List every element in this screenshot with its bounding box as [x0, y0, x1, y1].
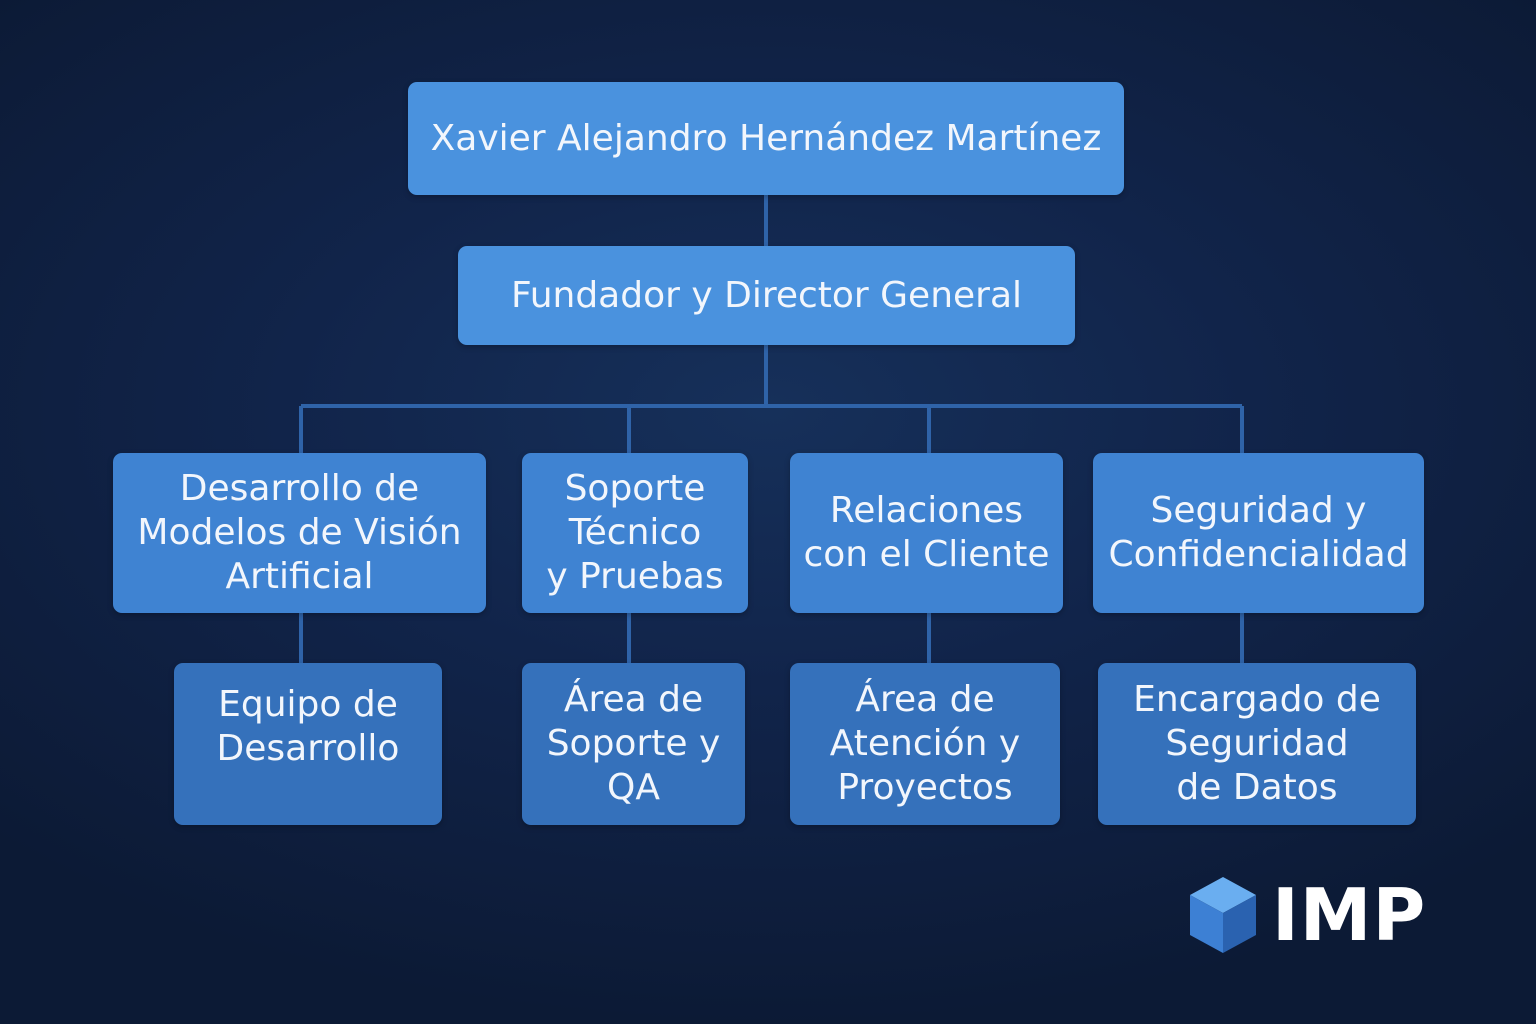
company-logo: IMP [1188, 874, 1438, 956]
team-label: Área de Atención y Proyectos [829, 679, 1021, 808]
department-box-clients: Relaciones con el Cliente [790, 453, 1063, 613]
team-box-data-security: Encargado de Seguridad de Datos [1098, 663, 1416, 825]
department-label: Soporte Técnico y Pruebas [546, 468, 724, 597]
team-label: Equipo de Desarrollo [216, 684, 400, 769]
founder-name-box: Xavier Alejandro Hernández Martínez [408, 82, 1124, 195]
team-label: Encargado de Seguridad de Datos [1133, 679, 1381, 808]
founder-name: Xavier Alejandro Hernández Martínez [430, 117, 1102, 159]
department-box-support: Soporte Técnico y Pruebas [522, 453, 748, 613]
department-label: Seguridad y Confidencialidad [1108, 490, 1409, 575]
team-box-attention-projects: Área de Atención y Proyectos [790, 663, 1060, 825]
team-label: Área de Soporte y QA [546, 679, 721, 808]
department-label: Desarrollo de Modelos de Visión Artifici… [137, 468, 462, 597]
founder-role-box: Fundador y Director General [458, 246, 1075, 345]
department-box-security: Seguridad y Confidencialidad [1093, 453, 1424, 613]
logo-text: IMP [1272, 873, 1427, 957]
team-box-development: Equipo de Desarrollo [174, 663, 442, 825]
team-box-support-qa: Área de Soporte y QA [522, 663, 745, 825]
cube-icon [1190, 877, 1256, 953]
department-box-vision: Desarrollo de Modelos de Visión Artifici… [113, 453, 486, 613]
founder-role: Fundador y Director General [510, 274, 1023, 316]
department-label: Relaciones con el Cliente [803, 490, 1050, 575]
